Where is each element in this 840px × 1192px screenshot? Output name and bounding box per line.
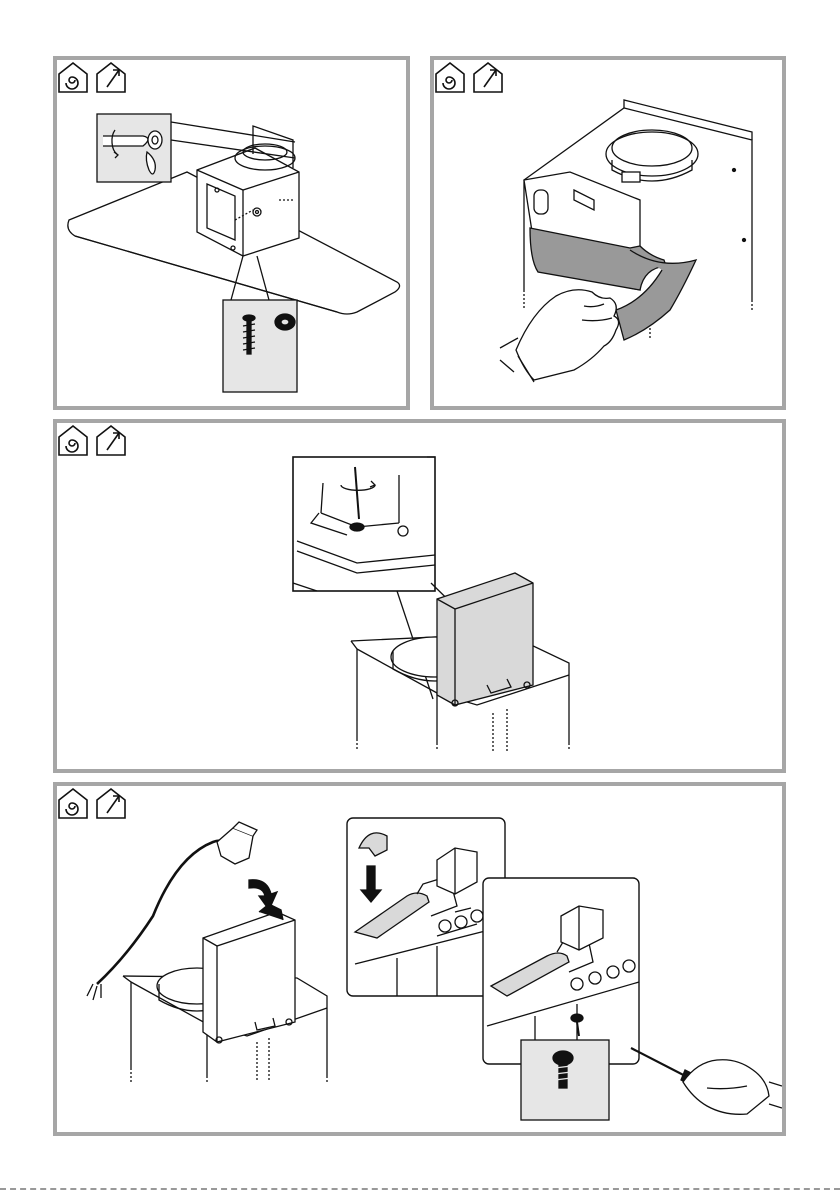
screw-fixing-detail-inset	[293, 457, 435, 591]
cable-clamp-fixed-inset	[483, 878, 639, 1064]
step-3-illustration	[57, 423, 782, 769]
screw-inset	[521, 1040, 609, 1120]
hood-housing	[123, 976, 131, 1068]
hood-housing	[351, 641, 357, 739]
gloved-hand	[683, 1060, 769, 1115]
step-1-illustration	[57, 60, 406, 406]
step-3-panel	[53, 419, 786, 773]
step-4-panel	[53, 782, 786, 1136]
motor-flange	[606, 132, 698, 176]
electrical-box	[437, 573, 533, 705]
step-1-panel	[53, 56, 410, 410]
screw-and-washer-inset	[223, 256, 297, 392]
motor-housing	[197, 148, 299, 256]
washer-icon	[275, 314, 295, 330]
cable-clamp-detail-inset	[347, 818, 505, 996]
power-plug-icon	[217, 822, 257, 864]
page-bottom-border	[0, 1188, 840, 1190]
step-4-illustration	[57, 786, 782, 1132]
gloved-hand	[516, 290, 619, 380]
step-2-illustration	[434, 60, 782, 406]
step-2-panel	[430, 56, 786, 410]
